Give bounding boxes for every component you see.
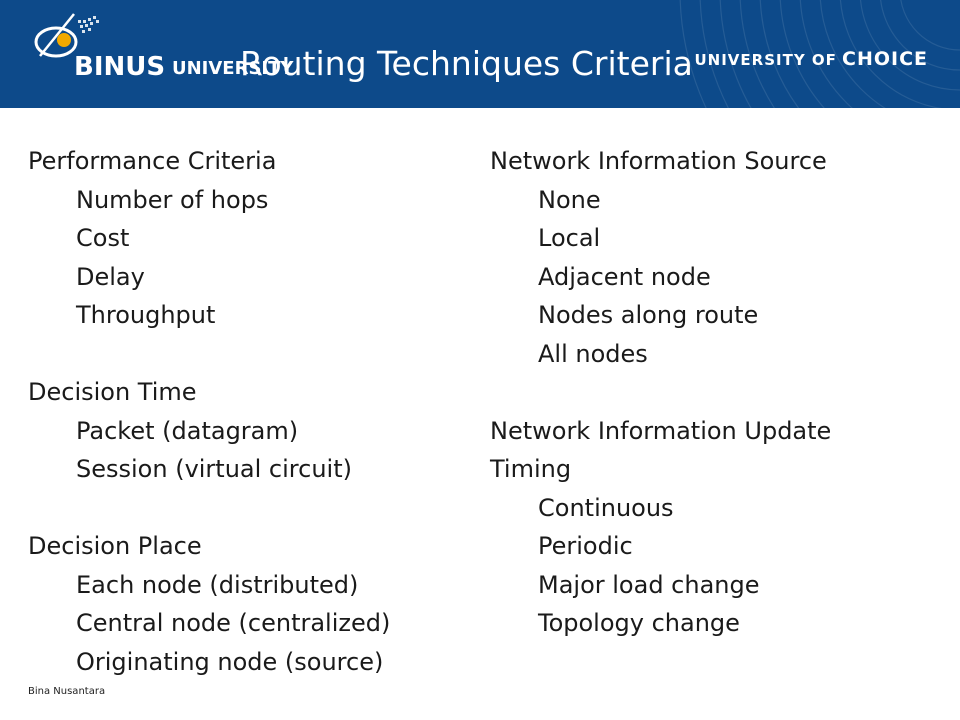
- section-heading: Decision Place: [28, 532, 202, 560]
- list-item: Continuous: [538, 493, 674, 522]
- tagline: UNIVERSITY OF CHOICE: [694, 48, 928, 70]
- list-item: Nodes along route: [538, 301, 759, 329]
- list-item: Periodic: [538, 532, 633, 560]
- binus-emblem-icon: [34, 13, 99, 58]
- list-item: Packet (datagram): [76, 416, 299, 445]
- tagline-small: UNIVERSITY OF: [694, 51, 837, 69]
- section-heading: Network Information Source: [490, 147, 827, 175]
- list-item: Adjacent node: [538, 262, 711, 291]
- section-heading-cont: Timing: [490, 455, 572, 483]
- list-item: Session (virtual circuit): [76, 455, 352, 483]
- list-item: Local: [538, 224, 601, 252]
- list-item: Each node (distributed): [76, 570, 359, 599]
- list-item: Central node (centralized): [76, 609, 391, 637]
- list-item: All nodes: [538, 339, 648, 368]
- left-column: Performance Criteria Number of hops Cost…: [28, 142, 478, 681]
- list-item: None: [538, 185, 601, 214]
- section-heading: Decision Time: [28, 378, 197, 406]
- list-item: Major load change: [538, 570, 760, 599]
- slide-title: Routing Techniques Criteria: [240, 44, 693, 83]
- list-item: Cost: [76, 224, 130, 252]
- list-item: Topology change: [538, 609, 740, 637]
- header-band: BINUS UNIVERSITY Routing Techniques Crit…: [0, 0, 960, 108]
- tagline-big: CHOICE: [842, 48, 928, 70]
- list-item: Delay: [76, 262, 145, 291]
- logo-wordmark: BINUS: [74, 52, 166, 82]
- logo-university: UNIVERSITY: [172, 58, 294, 79]
- list-item: Throughput: [76, 301, 216, 329]
- list-item: Originating node (source): [76, 647, 384, 676]
- right-column: Network Information Source None Local Ad…: [490, 142, 950, 643]
- section-heading: Performance Criteria: [28, 147, 277, 175]
- footer-text: Bina Nusantara: [28, 686, 106, 697]
- list-item: Number of hops: [76, 185, 269, 214]
- section-heading: Network Information Update: [490, 416, 832, 445]
